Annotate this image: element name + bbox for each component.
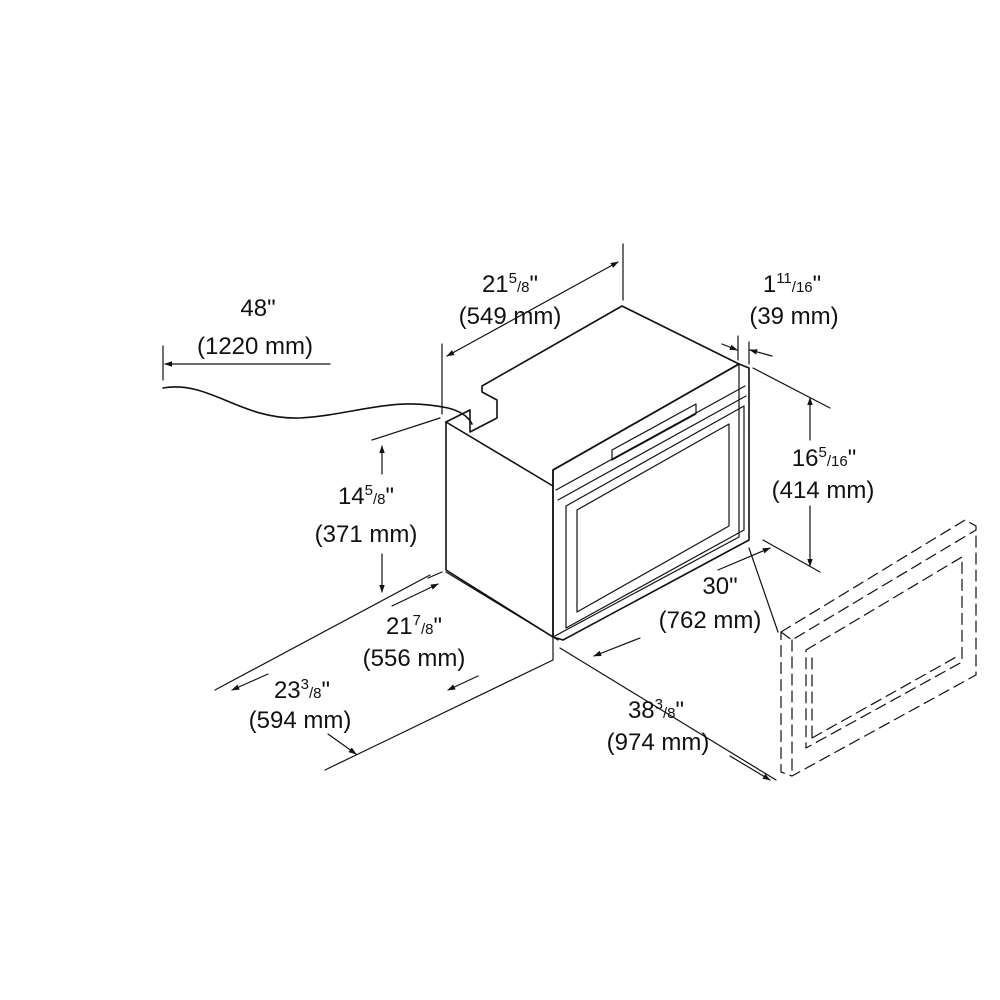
front-height-inch: 165/16" — [792, 444, 856, 472]
body-depth-arrow-bottom — [447, 675, 479, 691]
top-depth-arrow — [446, 261, 619, 357]
total-depth-arrow-top — [231, 673, 269, 691]
extension-lines — [162, 243, 831, 781]
cord-length-inch: 48" — [240, 295, 275, 322]
body-height-mm: (371 mm) — [315, 521, 418, 548]
width-mm: (762 mm) — [659, 607, 762, 634]
body-depth-arrow-top — [391, 583, 439, 607]
control-panel-lower — [557, 395, 747, 501]
total-depth-mm: (594 mm) — [249, 707, 352, 734]
oven-door — [552, 363, 750, 641]
dimension-labels: 48" (1220 mm) 215/8" (549 mm) 111/16" (3… — [197, 270, 874, 756]
door-side-edge — [552, 363, 740, 638]
body-depth-mm: (556 mm) — [363, 645, 466, 672]
width-arrow-right — [717, 547, 771, 571]
control-panel — [555, 385, 746, 491]
door-open-depth-inch: 383/8" — [628, 696, 684, 724]
oven-body — [445, 305, 740, 638]
oven-top-front-edge — [445, 421, 554, 487]
cord-length-mm: (1220 mm) — [197, 333, 313, 360]
door-thickness-inch: 111/16" — [763, 270, 821, 298]
total-depth-arrow-bottom — [327, 733, 357, 755]
control-display — [611, 403, 697, 461]
top-depth-inch: 215/8" — [482, 270, 538, 298]
door-thickness-mm: (39 mm) — [749, 303, 838, 330]
total-depth-inch: 233/8" — [274, 676, 330, 704]
oven-window — [576, 423, 730, 613]
body-height-inch: 145/8" — [338, 482, 394, 510]
dimension-arrows — [164, 261, 813, 781]
open-door-outline — [780, 519, 977, 777]
door-thickness-arrow-right — [749, 349, 773, 357]
door-open-depth-mm: (974 mm) — [607, 729, 710, 756]
width-inch: 30" — [702, 573, 737, 600]
front-height-mm: (414 mm) — [772, 477, 875, 504]
door-inner-frame — [565, 405, 745, 629]
width-arrow-left — [593, 637, 641, 657]
body-depth-inch: 217/8" — [386, 612, 442, 640]
top-depth-mm: (549 mm) — [459, 303, 562, 330]
power-cord — [162, 386, 473, 425]
door-open-depth-arrow — [729, 755, 771, 781]
door-thickness-arrow-left — [721, 343, 738, 351]
